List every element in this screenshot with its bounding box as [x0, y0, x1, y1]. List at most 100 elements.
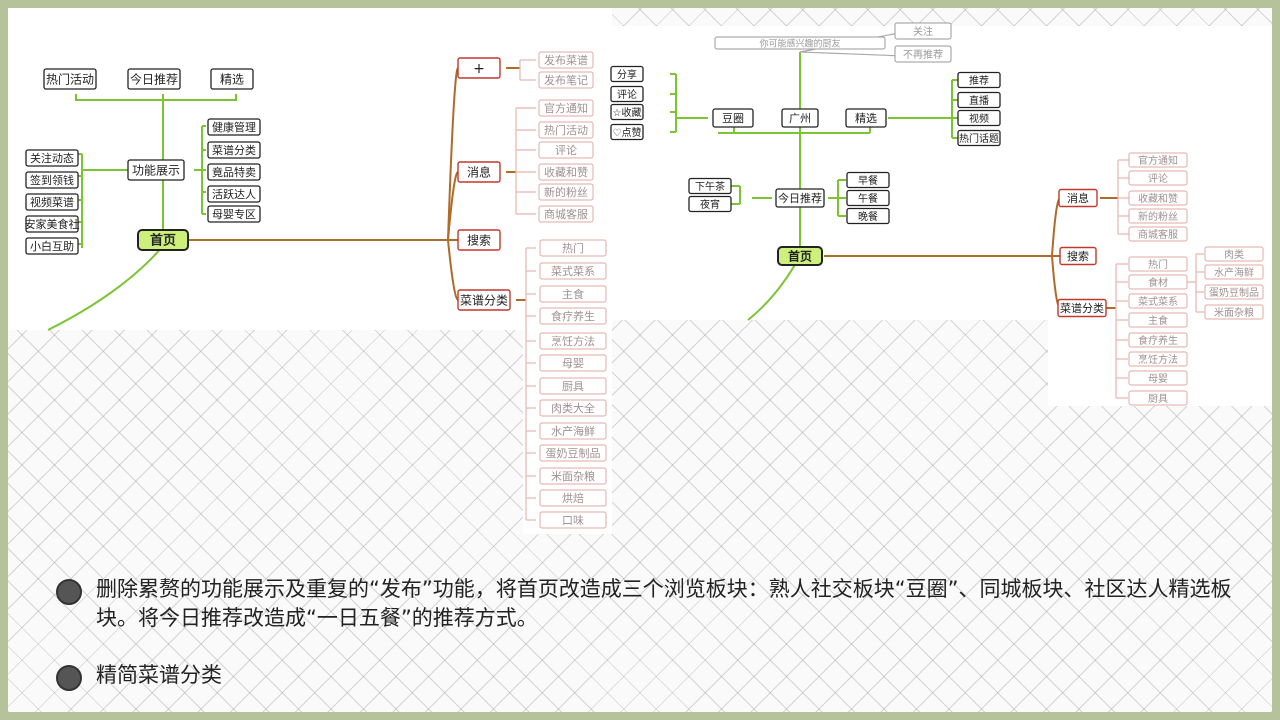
node-interest-child: 不再推荐 [894, 45, 952, 63]
node-today-right: 晚餐 [846, 207, 890, 225]
node-category-child: 厨具 [1128, 390, 1188, 406]
node-label: 收藏和赞 [544, 165, 588, 179]
node-label: 分享 [617, 68, 637, 81]
node-label: 食疗养生 [1138, 334, 1178, 347]
node-douquan-child: 评论 [610, 85, 644, 103]
node-label: 今日推荐 [130, 72, 178, 87]
node-label: 菜式菜系 [1138, 295, 1178, 308]
node-label: 消息 [467, 165, 491, 180]
bullet-item-2: 精简菜谱分类 [56, 661, 1246, 691]
node-right-item: 活跃达人 [207, 185, 261, 203]
link-line [447, 67, 459, 241]
bullet-text-2: 精简菜谱分类 [96, 663, 222, 687]
node-category-child: 母婴 [1128, 370, 1188, 386]
bullet-item-1: 删除累赘的功能展示及重复的“发布”功能，将首页改造成三个浏览板块：熟人社交板块“… [56, 575, 1246, 633]
node-ingredient-child: 米面杂粮 [1204, 304, 1264, 320]
node-message-child: 新的粉丝 [538, 183, 594, 201]
node-label: 功能展示 [132, 164, 180, 178]
node-label: 热门 [562, 241, 584, 255]
node-label: 食疗养生 [551, 309, 595, 323]
node-douquan-child: ☆收藏 [610, 103, 644, 121]
node-label: 母婴 [562, 357, 584, 370]
node-message-child: 热门活动 [538, 121, 594, 139]
node-label: 豆圈 [722, 112, 744, 125]
node-label: 活跃达人 [212, 187, 256, 201]
node-label: 新的粉丝 [544, 185, 588, 199]
node-label: 推荐 [969, 74, 989, 87]
node-category-child: 食疗养生 [539, 307, 607, 325]
node-root: 首页 [137, 229, 189, 251]
node-label: 菜谱分类 [460, 294, 508, 308]
node-left-item: 小白互助 [25, 237, 79, 255]
node-message-child: 官方通知 [538, 99, 594, 117]
node-label: 烹饪方法 [1138, 353, 1178, 366]
node-city: 广州 [781, 108, 819, 128]
node-label: 热门话题 [959, 132, 999, 145]
node-label: 热门活动 [46, 72, 94, 87]
node-featured-child: 视频 [957, 109, 1001, 127]
node-label: 早餐 [858, 174, 878, 187]
node-category: 菜谱分类 [1057, 298, 1107, 318]
node-message-child: 商城客服 [1128, 226, 1188, 242]
node-label: 下午茶 [695, 180, 725, 193]
node-category-child: 主食 [1128, 312, 1188, 328]
node-category-child: 烹饪方法 [539, 332, 607, 350]
node-label: + [473, 61, 485, 77]
mind-map-diagrams: 首页热门活动今日推荐精选功能展示关注动态签到领钱视频菜谱安家美食社小白互助健康管… [8, 8, 1272, 534]
node-featured-child: 推荐 [957, 71, 1001, 89]
node-label: 视频 [969, 112, 989, 125]
node-douquan: 豆圈 [712, 108, 754, 128]
node-category-child: 烘焙 [539, 489, 607, 507]
node-douquan-child: 分享 [610, 65, 644, 83]
node-label: 主食 [562, 287, 584, 301]
node-label: 口味 [562, 514, 584, 527]
node-label: 安家美食社 [25, 217, 80, 231]
node-label: 米面杂粮 [551, 469, 595, 483]
node-category-child: 主食 [539, 285, 607, 303]
node-label: 肉类 [1224, 248, 1244, 261]
node-label: 精选 [855, 112, 877, 125]
node-search: 搜索 [1059, 246, 1097, 266]
node-label: 母婴专区 [212, 207, 256, 221]
link-line [75, 94, 237, 101]
node-label: 蛋奶豆制品 [546, 446, 601, 460]
node-today-left: 夜宵 [688, 195, 732, 213]
node-label: 商城客服 [544, 207, 588, 221]
node-label: 厨具 [562, 380, 584, 393]
node-label: 商城客服 [1138, 228, 1178, 241]
node-label: 视频菜谱 [30, 195, 74, 209]
slide: 首页热门活动今日推荐精选功能展示关注动态签到领钱视频菜谱安家美食社小白互助健康管… [8, 8, 1272, 712]
node-label: 收藏和赞 [1138, 192, 1178, 205]
node-label: 关注动态 [30, 151, 74, 165]
node-category-child: 厨具 [539, 377, 607, 395]
node-label: 米面杂粮 [1214, 306, 1254, 319]
node-label: 热门 [1148, 258, 1168, 271]
node-category-child: 食疗养生 [1128, 332, 1188, 348]
link-line [447, 171, 459, 241]
node-label: 厨具 [1148, 393, 1168, 405]
node-message: 消息 [457, 161, 501, 183]
node-right-item: 健康管理 [207, 118, 261, 136]
node-today-right: 午餐 [846, 189, 890, 207]
node-today: 今日推荐 [775, 188, 825, 208]
node-function: 功能展示 [127, 159, 185, 181]
node-interest-child: 关注 [894, 22, 952, 40]
node-category-child: 烹饪方法 [1128, 351, 1188, 367]
node-left-item: 关注动态 [25, 149, 79, 167]
node-label: 签到领钱 [30, 173, 74, 187]
node-ingredient-child: 肉类 [1204, 246, 1264, 262]
node-plus: + [457, 57, 501, 79]
node-label: 发布菜谱 [544, 53, 588, 67]
node-label: 不再推荐 [903, 48, 943, 61]
bullet-list: 删除累赘的功能展示及重复的“发布”功能，将首页改造成三个浏览板块：熟人社交板块“… [56, 575, 1246, 691]
node-category-child: 食材 [1128, 274, 1188, 290]
node-category-child: 米面杂粮 [539, 467, 607, 485]
node-message-child: 商城客服 [538, 205, 594, 223]
node-label: 官方通知 [1138, 154, 1178, 167]
node-label: 菜谱分类 [1060, 301, 1104, 315]
node-message-child: 收藏和赞 [1128, 190, 1188, 206]
node-label: ♡点赞 [613, 126, 642, 139]
node-label: 小白互助 [30, 239, 74, 253]
node-label: 你可能感兴趣的厨友 [759, 38, 840, 50]
node-label: 直播 [969, 94, 989, 107]
